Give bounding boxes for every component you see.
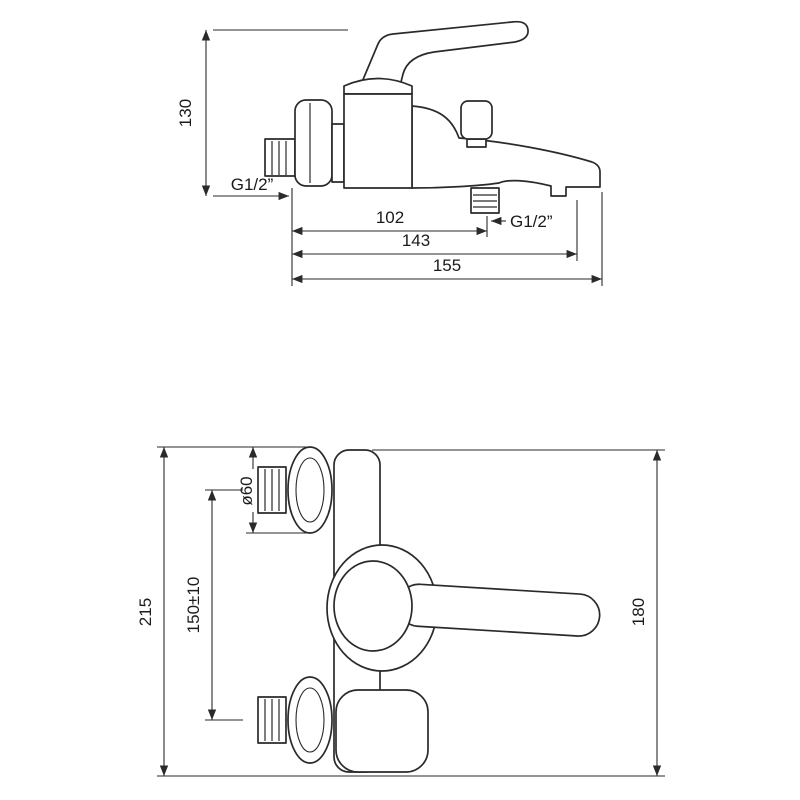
dim-215-label: 215 — [136, 598, 155, 626]
wall-thread-label: G1/2” — [231, 175, 274, 194]
side-view: 130 G1/2” 102 G1/2” 143 155 — [176, 20, 603, 286]
dim-60: ø60 — [237, 447, 258, 533]
dim-102-label: 102 — [376, 208, 404, 227]
front-extension-lines — [157, 446, 665, 777]
lower-flange-inner — [295, 687, 325, 753]
dim-180: 180 — [629, 450, 662, 776]
dim-150: 150±10 — [184, 490, 217, 720]
handle-cap — [343, 77, 413, 95]
wall-connector — [264, 138, 296, 177]
upper-connector-threads — [264, 469, 280, 511]
front-view: 215 150±10 ø60 180 — [136, 446, 665, 777]
lower-flange — [287, 676, 333, 764]
dim-height-130: 130 G1/2” — [176, 29, 348, 201]
dim-180-label: 180 — [629, 598, 648, 626]
dim-143-label: 143 — [402, 231, 430, 250]
lower-connector-threads — [264, 699, 280, 741]
wall-flange — [294, 99, 333, 187]
dim-155: 155 — [292, 256, 602, 284]
shower-thread-callout: G1/2” — [491, 212, 553, 231]
flange-sleeve — [331, 123, 345, 183]
handle-lever — [361, 20, 529, 83]
upper-flange-inner — [295, 457, 325, 523]
wall-connector-threads — [271, 141, 287, 175]
dim-155-label: 155 — [433, 256, 461, 275]
dim-60-label: ø60 — [237, 476, 256, 505]
dim-130-label: 130 — [176, 99, 195, 127]
shower-thread-label: G1/2” — [510, 212, 553, 231]
dim-215: 215 — [136, 447, 169, 776]
spout — [411, 105, 601, 197]
spout-block — [335, 689, 429, 773]
diverter-knob — [460, 100, 493, 140]
dim-102: 102 — [292, 208, 487, 236]
dim-150-label: 150±10 — [184, 577, 203, 634]
faucet-body — [343, 93, 413, 189]
upper-flange — [287, 446, 333, 534]
shower-outlet-threads — [473, 194, 497, 208]
side-extension-lines — [291, 188, 603, 286]
dim-143: 143 — [292, 231, 577, 259]
dome-cap — [333, 560, 413, 652]
diverter-stem — [466, 138, 487, 148]
